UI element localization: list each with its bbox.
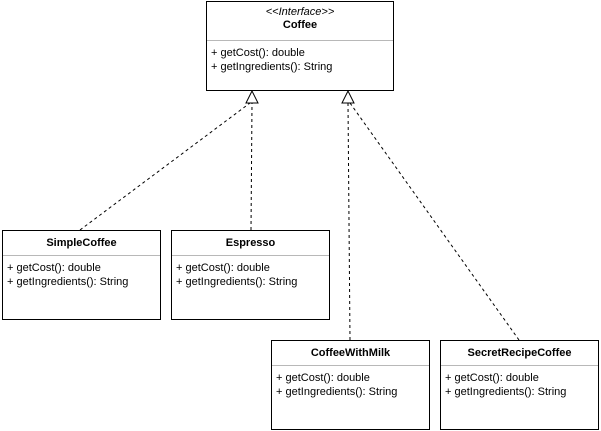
realization-arrowhead-right xyxy=(341,89,355,104)
operation-get-cost: + getCost(): double xyxy=(276,372,370,384)
class-name: SimpleCoffee xyxy=(46,237,117,249)
operation-get-ingredients: + getIngredients(): String xyxy=(211,61,333,73)
coffeewithmilk-operations: + getCost(): double + getIngredients(): … xyxy=(272,366,429,399)
realization-line-coffeewithmilk xyxy=(347,102,351,341)
realization-arrowhead-left xyxy=(245,89,259,104)
operation-get-ingredients: + getIngredients(): String xyxy=(445,386,567,398)
operation-get-ingredients: + getIngredients(): String xyxy=(276,386,398,398)
espresso-operations: + getCost(): double + getIngredients(): … xyxy=(172,256,329,289)
class-name: CoffeeWithMilk xyxy=(310,347,391,359)
simplecoffee-class-box[interactable]: SimpleCoffee + getCost(): double + getIn… xyxy=(2,230,161,320)
operation-get-cost: + getCost(): double xyxy=(7,262,101,274)
coffeewithmilk-header: CoffeeWithMilk xyxy=(272,341,429,366)
secretrecipecoffee-class-box[interactable]: SecretRecipeCoffee + getCost(): double +… xyxy=(440,340,599,430)
coffee-operations: + getCost(): double + getIngredients(): … xyxy=(207,41,393,74)
operation-get-cost: + getCost(): double xyxy=(445,372,539,384)
coffeewithmilk-class-box[interactable]: CoffeeWithMilk + getCost(): double + get… xyxy=(271,340,430,430)
class-name: Espresso xyxy=(225,237,276,249)
interface-name: Coffee xyxy=(282,19,318,31)
realization-line-espresso xyxy=(250,102,253,231)
simplecoffee-operations: + getCost(): double + getIngredients(): … xyxy=(3,256,160,289)
coffee-interface-box[interactable]: <<Interface>> Coffee + getCost(): double… xyxy=(206,1,394,91)
coffee-interface-header: <<Interface>> Coffee xyxy=(207,2,393,41)
operation-get-cost: + getCost(): double xyxy=(211,47,305,59)
class-name: SecretRecipeCoffee xyxy=(467,347,572,359)
operation-get-ingredients: + getIngredients(): String xyxy=(176,276,298,288)
espresso-class-box[interactable]: Espresso + getCost(): double + getIngred… xyxy=(171,230,330,320)
secretrecipecoffee-operations: + getCost(): double + getIngredients(): … xyxy=(441,366,598,399)
simplecoffee-header: SimpleCoffee xyxy=(3,231,160,256)
espresso-header: Espresso xyxy=(172,231,329,256)
operation-get-cost: + getCost(): double xyxy=(176,262,270,274)
realization-line-secretrecipecoffee xyxy=(349,102,520,341)
realization-line-simplecoffee xyxy=(79,102,251,231)
interface-stereotype: <<Interface>> xyxy=(265,6,335,18)
secretrecipecoffee-header: SecretRecipeCoffee xyxy=(441,341,598,366)
operation-get-ingredients: + getIngredients(): String xyxy=(7,276,129,288)
